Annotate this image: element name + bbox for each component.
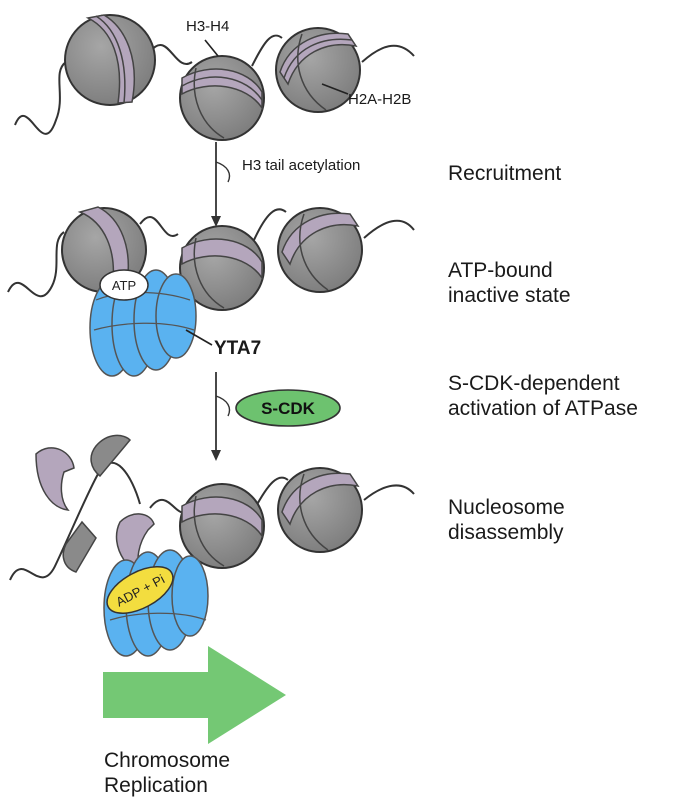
- histone-fragment: [35, 447, 75, 511]
- yta7-hexamer: [89, 269, 197, 377]
- step-atp-bound-line1: ATP-bound: [448, 259, 553, 282]
- h2a-h2b-label: H2A-H2B: [348, 91, 412, 108]
- step-atp-bound: ATP-bound inactive state: [448, 258, 571, 308]
- outcome-line2: Replication: [104, 774, 208, 797]
- nucleosome-array-yta7-bound: ATP: [7, 206, 415, 377]
- outcome-line1: Chromosome: [104, 749, 231, 772]
- nucleosome: [64, 14, 156, 106]
- s-cdk-label: S-CDK: [261, 399, 316, 418]
- s-cdk-badge: S-CDK: [235, 389, 341, 427]
- step-disassembly-line2: disassembly: [448, 521, 564, 544]
- h3-h4-pointer: [204, 39, 219, 57]
- step-recruitment: Recruitment: [448, 162, 562, 185]
- step-arrow-1: [211, 142, 231, 227]
- histone-fragment: [62, 520, 97, 573]
- nucleosome: [179, 225, 265, 311]
- nucleosome: [179, 483, 265, 569]
- nucleosome-array-disassembled: ADP + Pi: [9, 434, 415, 657]
- acetylation-label: H3 tail acetylation: [242, 157, 361, 174]
- replication-arrow: [103, 646, 286, 744]
- outcome-label: Chromosome Replication: [104, 748, 230, 798]
- nucleosome: [277, 467, 363, 553]
- nucleosome: [277, 207, 363, 293]
- step-disassembly: Nucleosome disassembly: [448, 495, 565, 545]
- step-atp-bound-line2: inactive state: [448, 284, 571, 307]
- yta7-label: YTA7: [214, 338, 262, 359]
- step-activation: S-CDK-dependent activation of ATPase: [448, 371, 638, 421]
- histone-fragment: [115, 513, 155, 572]
- nucleosome: [179, 55, 265, 141]
- step-activation-line1: S-CDK-dependent: [448, 372, 620, 395]
- step-activation-line2: activation of ATPase: [448, 397, 638, 420]
- histone-fragment: [90, 434, 132, 478]
- yta7-pointer: [185, 329, 213, 346]
- dna-linker: [14, 34, 415, 135]
- atp-label: ATP: [112, 278, 136, 293]
- step-arrow-2: [211, 372, 231, 461]
- dna-linker: [7, 208, 415, 298]
- nucleosome-array-initial: [14, 14, 415, 141]
- atp-badge: ATP: [99, 269, 149, 301]
- h2a-h2b-pointer: [321, 83, 349, 95]
- dna-linker: [9, 461, 415, 581]
- step-disassembly-line1: Nucleosome: [448, 496, 565, 519]
- h3-h4-label: H3-H4: [186, 18, 230, 35]
